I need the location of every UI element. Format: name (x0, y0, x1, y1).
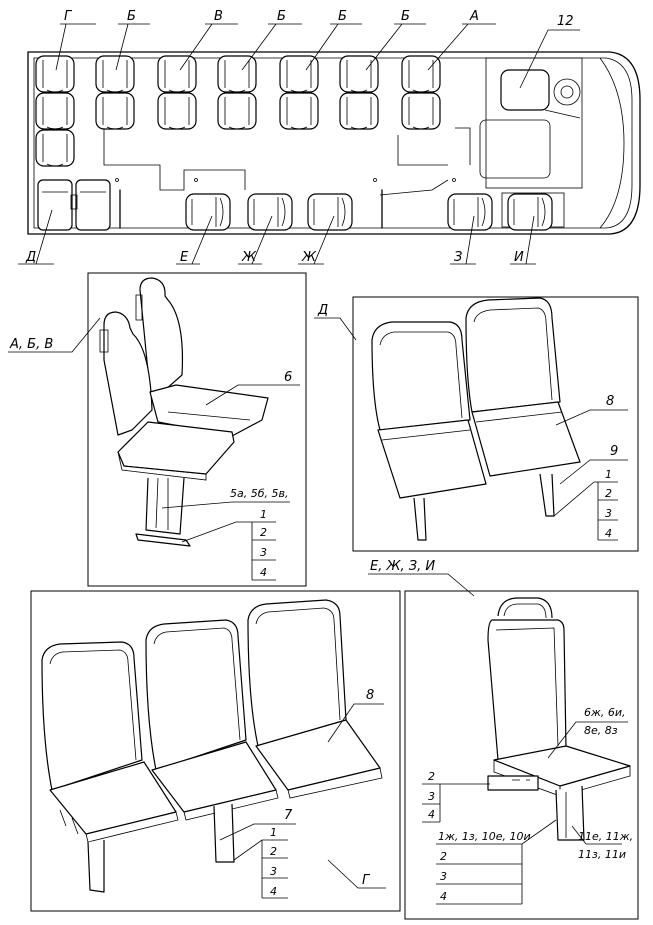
seat-b-7 (279, 92, 319, 130)
bus-plan: Г Б В Б Б Б А 12 Д Е Ж Ж З И (18, 9, 641, 265)
panel-d-9: 9 (610, 444, 618, 459)
seat-g-1 (35, 55, 75, 93)
label-zh-1: Ж (241, 250, 257, 265)
panel-ezhzi: Е, Ж, З, И 6ж, 6и, 8е, 8з 2 3 4 1ж, 1з, … (368, 559, 639, 920)
seat-a-2 (401, 92, 441, 130)
panel-ezhzi-l4: 4 (428, 808, 435, 821)
panel-d: Д 8 9 1 2 3 4 (314, 296, 639, 552)
seat-b-6 (217, 92, 257, 130)
label-d: Д (25, 250, 36, 265)
panel-g-c3: 3 (270, 865, 277, 878)
panel-ezhzi-l3: 3 (428, 790, 435, 803)
panel-abv: А, Б, В 6 5а, 5б, 5в, 1 2 3 4 (8, 272, 307, 587)
panel-ezhzi-b4: 4 (440, 890, 447, 903)
label-b-3: Б (338, 9, 347, 24)
seat-a-1 (401, 55, 441, 93)
panel-d-c2: 2 (605, 487, 612, 500)
panel-d-title: Д (317, 303, 328, 318)
panel-d-c1: 1 (605, 468, 612, 481)
seat-b-1 (95, 55, 135, 93)
panel-abv-c4: 4 (260, 566, 267, 579)
panel-g-7: 7 (284, 808, 293, 823)
panel-g-title: Г (362, 873, 371, 888)
label-12: 12 (557, 14, 574, 29)
panel-d-8: 8 (606, 394, 614, 409)
label-z: З (454, 250, 462, 265)
panel-ezhzi-r2: 11з, 11и (578, 848, 626, 861)
panel-abv-5: 5а, 5б, 5в, (230, 487, 289, 500)
seat-b-5 (95, 92, 135, 130)
panel-ezhzi-l2: 2 (428, 770, 435, 783)
panel-abv-c3: 3 (260, 546, 267, 559)
panel-abv-title: А, Б, В (9, 337, 53, 352)
seat-d-1 (37, 179, 73, 231)
panel-d-c4: 4 (605, 527, 612, 540)
panel-ezhzi-top1: 6ж, 6и, (584, 706, 626, 719)
panel-ezhzi-b3: 3 (440, 870, 447, 883)
seat-g-3 (35, 129, 75, 167)
label-i: И (514, 250, 524, 265)
panel-abv-c1: 1 (260, 508, 267, 521)
seat-v-1 (157, 55, 197, 93)
panel-g: Г 8 7 1 2 3 4 (30, 590, 401, 912)
panel-ezhzi-b2: 2 (440, 850, 447, 863)
seat-b-2 (217, 55, 257, 93)
label-v: В (214, 9, 223, 24)
panel-abv-6: 6 (284, 370, 292, 385)
panel-ezhzi-top2: 8е, 8з (584, 724, 618, 737)
panel-ezhzi-b1: 1ж, 1з, 10е, 10и (438, 830, 531, 843)
seat-d-2 (75, 179, 111, 231)
seat-z (447, 193, 493, 231)
label-b-1: Б (127, 9, 136, 24)
panel-d-c3: 3 (605, 507, 612, 520)
label-e: Е (180, 250, 189, 265)
seat-v-2 (157, 92, 197, 130)
panel-ezhzi-r1: 11е, 11ж, (578, 830, 633, 843)
panel-abv-c2: 2 (260, 526, 267, 539)
panel-g-c1: 1 (270, 826, 277, 839)
label-a: А (469, 9, 479, 24)
panel-g-c4: 4 (270, 885, 277, 898)
seat-b-8 (339, 92, 379, 130)
label-b-4: Б (401, 9, 410, 24)
seat-g-2 (35, 92, 75, 130)
panel-ezhzi-title: Е, Ж, З, И (370, 559, 435, 574)
seat-i (507, 193, 553, 231)
label-b-2: Б (277, 9, 286, 24)
panel-g-8: 8 (366, 688, 374, 703)
label-g: Г (64, 9, 73, 24)
panel-g-c2: 2 (270, 845, 277, 858)
seat-zh-1 (247, 193, 293, 231)
label-zh-2: Ж (301, 250, 317, 265)
